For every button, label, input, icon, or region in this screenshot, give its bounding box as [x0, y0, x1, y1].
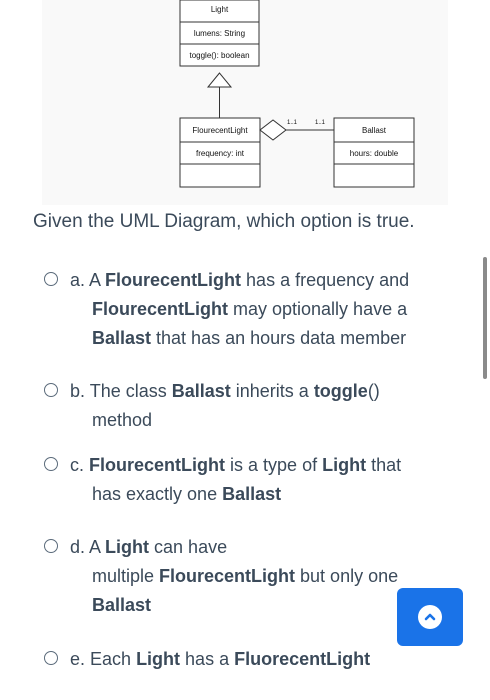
scroll-to-top-button[interactable] — [397, 588, 463, 646]
ballast-attribute: hours: double — [350, 149, 399, 158]
ballast-class-name: Ballast — [362, 126, 387, 135]
option-d-line-3: Ballast — [92, 595, 152, 615]
option-b-line-2: method — [92, 410, 153, 430]
option-c-line-2: has exactly one Ballast — [92, 484, 282, 504]
multiplicity-right: 1..1 — [315, 120, 326, 126]
uml-diagram: Light lumens: String toggle(): boolean F… — [42, 0, 448, 205]
fluorescent-light-class-box: FlourecentLight frequency: int — [179, 117, 261, 188]
option-b[interactable]: b. The class Ballast inherits a toggle()… — [44, 377, 464, 435]
option-a-line-3: Ballast that has an hours data member — [92, 328, 407, 348]
radio-button-d[interactable] — [44, 539, 58, 553]
option-b-line-1: b. The class Ballast inherits a toggle() — [70, 381, 380, 401]
uml-diagram-svg: Light lumens: String toggle(): boolean F… — [179, 0, 415, 188]
radio-button-b[interactable] — [44, 383, 58, 397]
option-a-line-1: a. A FlourecentLight has a frequency and — [70, 270, 410, 290]
option-a-line-2: FlourecentLight may optionally have a — [92, 299, 408, 319]
radio-button-e[interactable] — [44, 651, 58, 665]
option-d-line-1: d. A Light can have — [70, 537, 228, 557]
option-c-line-1: c. FlourecentLight is a type of Light th… — [70, 455, 402, 475]
light-method: toggle(): boolean — [189, 51, 249, 60]
fluorescent-class-name: FlourecentLight — [192, 126, 248, 135]
light-class-box: Light lumens: String toggle(): boolean — [179, 0, 260, 67]
radio-button-c[interactable] — [44, 457, 58, 471]
option-e-line-1: e. Each Light has a FluorecentLight — [70, 649, 371, 669]
fluorescent-attribute: frequency: int — [196, 149, 245, 158]
composition-association: 1..1 1..1 — [259, 119, 334, 141]
light-class-name: Light — [211, 5, 229, 14]
option-a[interactable]: a. A FlourecentLight has a frequency and… — [44, 266, 464, 353]
option-c[interactable]: c. FlourecentLight is a type of Light th… — [44, 451, 464, 509]
radio-button-a[interactable] — [44, 272, 58, 286]
question-text: Given the UML Diagram, which option is t… — [33, 211, 415, 232]
option-e[interactable]: e. Each Light has a FluorecentLight — [44, 645, 464, 674]
inheritance-arrow — [206, 72, 233, 118]
option-d-line-2: multiple FlourecentLight but only one — [92, 566, 399, 586]
ballast-class-box: Ballast hours: double — [333, 117, 415, 188]
light-attribute: lumens: String — [194, 29, 245, 38]
scrollbar-thumb[interactable] — [483, 257, 487, 379]
chevron-up-icon — [418, 605, 442, 629]
option-d[interactable]: d. A Light can have multiple FlourecentL… — [44, 533, 464, 620]
multiplicity-left: 1..1 — [287, 120, 298, 126]
